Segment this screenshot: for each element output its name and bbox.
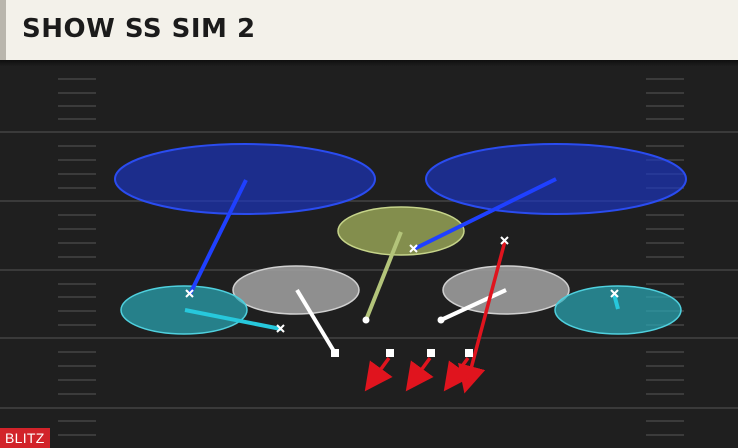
x-marker-icon bbox=[610, 289, 619, 298]
middle-hook-zone bbox=[337, 206, 465, 256]
curl-flat-zone-right bbox=[554, 285, 682, 335]
curl-flat-zone-left bbox=[120, 285, 248, 335]
curl-flat-left-drop-path bbox=[184, 308, 282, 331]
lineman-square-icon bbox=[427, 349, 435, 357]
field-background bbox=[0, 60, 738, 448]
deep-zone-left bbox=[114, 143, 376, 215]
title-bar-shadow bbox=[0, 60, 738, 66]
defender-x-markers bbox=[185, 236, 619, 333]
title-bar: SHOW SS SIM 2 bbox=[0, 0, 738, 60]
curl-flat-right-drop-path bbox=[612, 293, 620, 310]
lineman-square-icon bbox=[331, 349, 339, 357]
x-marker-icon bbox=[409, 244, 418, 253]
x-marker-icon bbox=[185, 289, 194, 298]
deep-right-drop-path bbox=[413, 177, 557, 251]
x-marker-icon bbox=[276, 324, 285, 333]
play-title: SHOW SS SIM 2 bbox=[22, 14, 256, 44]
hash-marks-left bbox=[58, 78, 96, 436]
hook-right-drop-path bbox=[440, 288, 507, 322]
rush-arrow-icon bbox=[405, 356, 434, 392]
rush-arrow-icon bbox=[443, 356, 472, 392]
hook-left-drop-path bbox=[295, 288, 337, 355]
defender-dot-icon bbox=[437, 316, 445, 324]
defender-dot-icon bbox=[362, 316, 370, 324]
lineman-square-icon bbox=[386, 349, 394, 357]
blitz-path-safety bbox=[458, 240, 507, 394]
x-marker-icon bbox=[500, 236, 509, 245]
deep-left-drop-path bbox=[188, 179, 248, 295]
rush-arrow-icon bbox=[364, 356, 393, 392]
blitz-badge: BLITZ bbox=[0, 428, 50, 448]
middle-hook-drop-path bbox=[364, 231, 403, 321]
hook-zone-left bbox=[232, 265, 360, 315]
lineman-square-icon bbox=[465, 349, 473, 357]
